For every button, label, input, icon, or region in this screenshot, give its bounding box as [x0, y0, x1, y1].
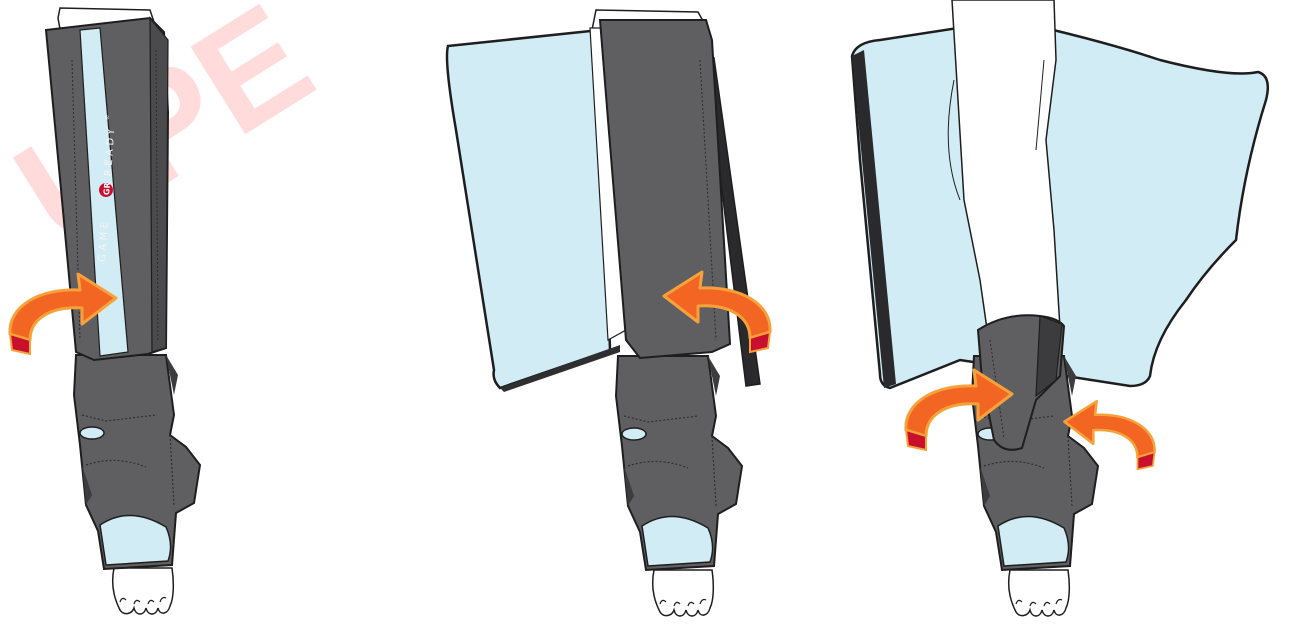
brand-trademark: ® — [104, 115, 111, 120]
ankle-sleeve — [616, 356, 742, 570]
cooling-panel-left — [447, 30, 610, 388]
panel-step-2 — [447, 10, 770, 616]
foot — [113, 568, 174, 614]
ankle-sleeve — [74, 355, 200, 569]
foot — [653, 570, 714, 616]
brand-mark: GR — [102, 182, 112, 195]
foot — [1009, 570, 1070, 616]
panel-step-3 — [852, 0, 1268, 616]
